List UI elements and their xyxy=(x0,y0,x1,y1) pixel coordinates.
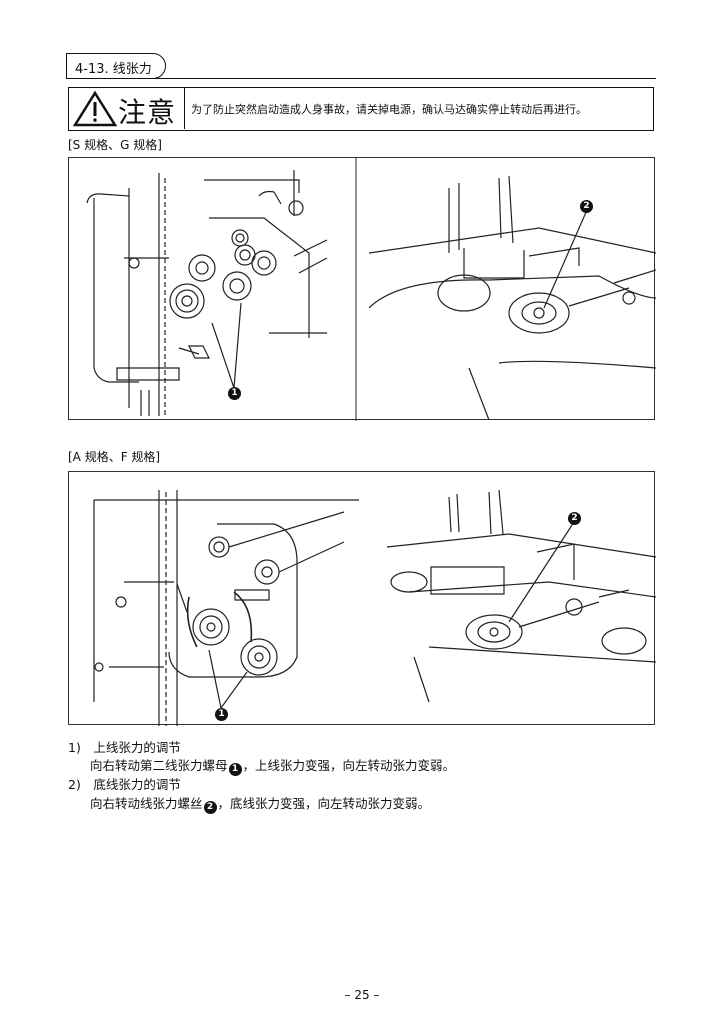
instruction-2-badge: 2 xyxy=(203,801,217,814)
instruction-2-heading: 2) 底线张力的调节 xyxy=(68,777,181,792)
caution-text: 为了防止突然启动造成人身事故，请关掉电源，确认马达确实停止转动后再进行。 xyxy=(191,103,587,116)
spec-label-sg: [S 规格、G 规格] xyxy=(68,138,162,152)
page-number: – 25 – xyxy=(344,988,380,1002)
callout-1-badge: 1 xyxy=(228,387,241,400)
callout-1-badge: 1 xyxy=(215,708,228,721)
instruction-2-text-post: ，底线张力变强，向左转动张力变弱。 xyxy=(217,796,431,811)
instruction-1-text-pre: 向右转动第二线张力螺母 xyxy=(90,758,228,773)
section-title: 4-13. 线张力 xyxy=(75,62,152,77)
callout-2-badge: 2 xyxy=(580,200,593,213)
figure-af: 1 2 xyxy=(68,471,656,726)
figure-sg-drawing xyxy=(86,158,656,421)
instruction-1-badge: 1 xyxy=(228,763,242,776)
instruction-1-heading: 1) 上线张力的调节 xyxy=(68,740,181,755)
figure-sg: 1 2 xyxy=(68,157,656,421)
callout-2-badge: 2 xyxy=(568,512,581,525)
caution-box: 注意 为了防止突然启动造成人身事故，请关掉电源，确认马达确实停止转动后再进行。 xyxy=(68,87,654,131)
warning-triangle-icon xyxy=(73,90,117,127)
caution-word: 注意 xyxy=(118,96,177,129)
figure-af-drawing xyxy=(93,489,656,726)
spec-label-af: [A 规格、F 规格] xyxy=(68,450,161,464)
section-tab: 4-13. 线张力 xyxy=(66,53,166,79)
section-rule xyxy=(66,78,656,79)
caution-label-cell: 注意 xyxy=(69,88,185,129)
instruction-2-text-pre: 向右转动线张力螺丝 xyxy=(90,796,203,811)
instruction-1-text-post: ，上线张力变强，向左转动张力变弱。 xyxy=(242,758,456,773)
